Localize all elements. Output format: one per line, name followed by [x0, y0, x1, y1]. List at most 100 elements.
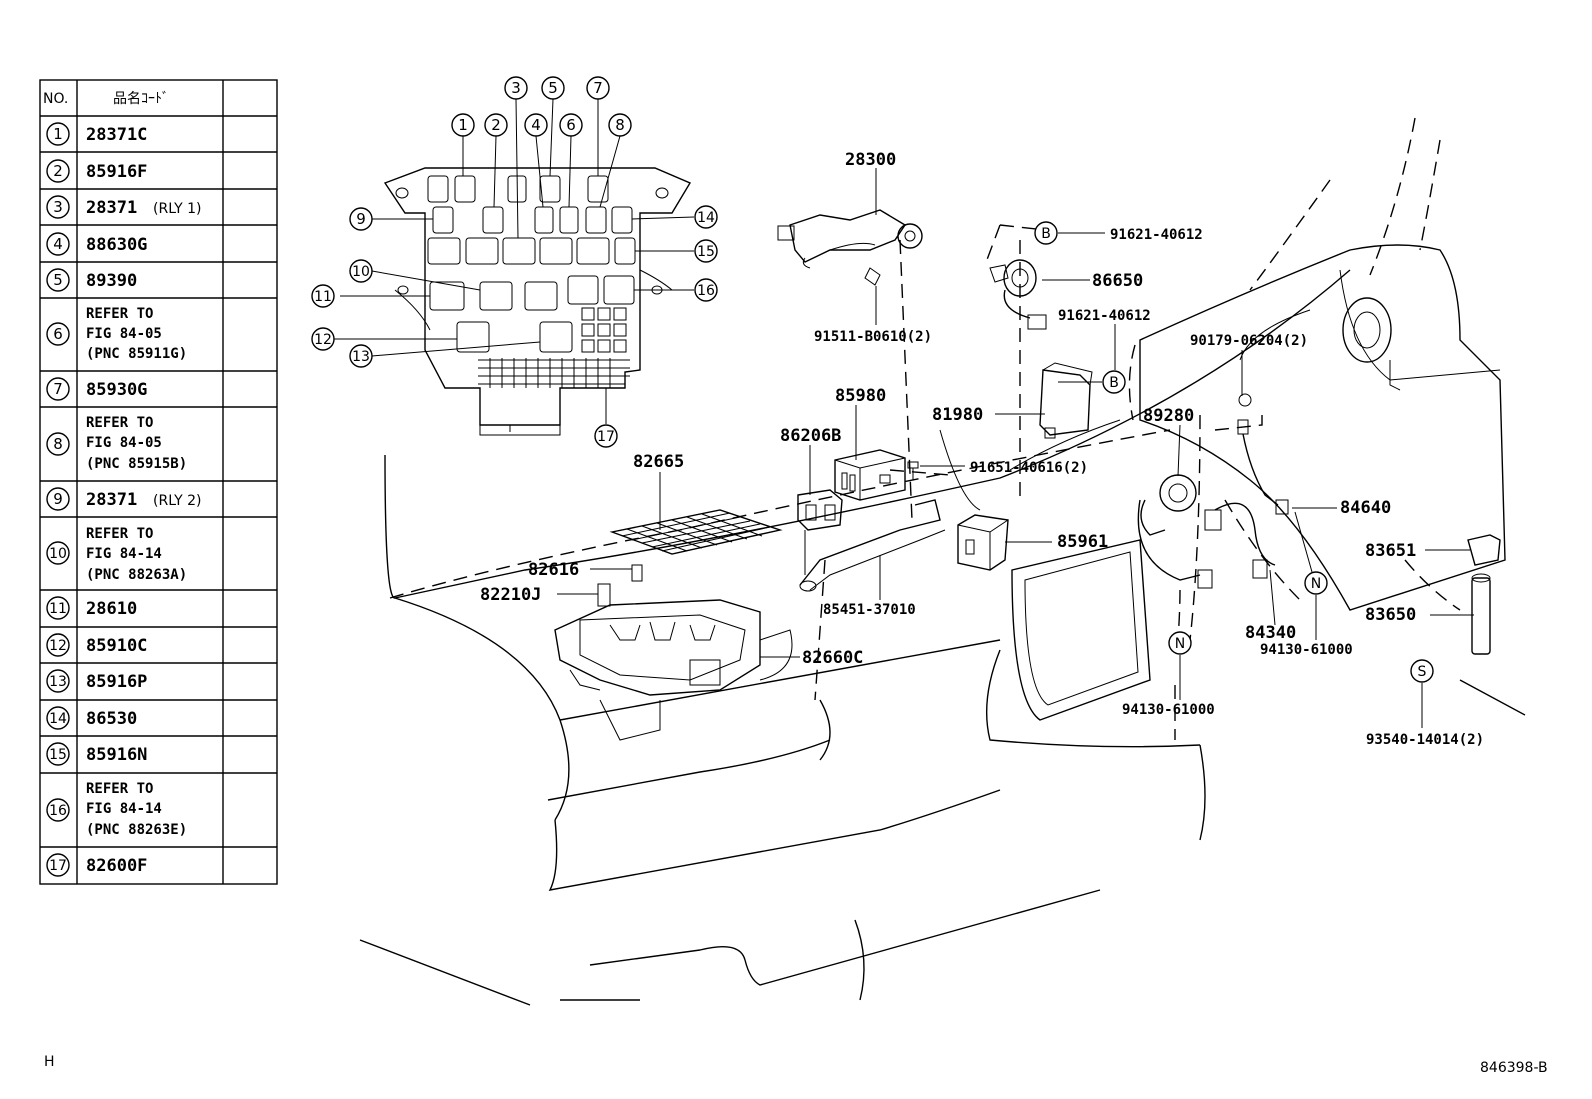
label-82665: 82665	[633, 452, 684, 472]
row-code: 85910C	[86, 636, 147, 656]
callout-7: 7	[593, 79, 603, 97]
row-code: (PNC 88263E)	[86, 822, 187, 838]
footer-illustration-number: 846398-B	[1480, 1060, 1548, 1076]
part-labels: 28300 91511-B0610(2) 91621-40612 86650 9…	[480, 150, 1484, 748]
row-code: 82600F	[86, 856, 147, 876]
label-82660c: 82660C	[802, 648, 863, 668]
label-89280: 89280	[1143, 406, 1194, 426]
label-82210j: 82210J	[480, 585, 541, 605]
vehicle-body-outline	[359, 244, 1526, 1006]
junction-callouts: 1 2 3 4 5 6 7 8 9 10 11 12 13 14 15 16 1…	[311, 76, 718, 448]
label-84340: 84340	[1245, 623, 1296, 643]
callout-17: 17	[597, 429, 615, 445]
row-code: 28371	[86, 490, 137, 510]
callout-12: 12	[314, 332, 332, 348]
junction-block-drawing	[383, 167, 692, 436]
component-83651-83650	[1467, 534, 1501, 655]
component-85451-bracket	[799, 461, 946, 592]
table-header-code: 品名ｺｰﾄﾞ	[113, 91, 169, 107]
table-header-no: NO.	[43, 91, 68, 107]
row-code: 85930G	[86, 380, 147, 400]
row-code: FIG 84-14	[86, 801, 162, 817]
component-85961	[957, 514, 1009, 571]
row-code: (PNC 85915B)	[86, 456, 187, 472]
callout-4: 4	[531, 116, 541, 134]
row-number-circles: 1 2 3 4 5 6 7 8 9 10 11 12 13 14 15 16 1…	[46, 122, 70, 877]
row-code: 85916F	[86, 162, 147, 182]
label-91621-40612-a: 91621-40612	[1110, 227, 1203, 243]
row-code: 89390	[86, 271, 137, 291]
row-no: 14	[49, 711, 67, 727]
callout-11: 11	[314, 289, 332, 305]
row-no: 6	[53, 325, 63, 343]
marker-n-right: N	[1311, 576, 1321, 592]
label-84640: 84640	[1340, 498, 1391, 518]
label-91651-40616: 91651-40616(2)	[970, 460, 1088, 476]
row-code: 28371	[86, 198, 137, 218]
component-81980	[1039, 362, 1093, 439]
label-85451-37010: 85451-37010	[823, 602, 916, 618]
row-no: 11	[49, 601, 67, 617]
callout-1: 1	[458, 116, 468, 134]
component-84340	[1204, 502, 1276, 579]
label-93540-14014: 93540-14014(2)	[1366, 732, 1484, 748]
label-28300: 28300	[845, 150, 896, 170]
component-82616-82210j	[597, 564, 643, 607]
footer-left-code: H	[44, 1054, 55, 1070]
row-code: (PNC 85911G)	[86, 346, 187, 362]
part-leader-lines	[557, 168, 1474, 728]
row-code: FIG 84-14	[86, 546, 162, 562]
row-no: 1	[53, 125, 63, 143]
row-code: REFER TO	[86, 781, 153, 797]
component-89280	[1137, 474, 1213, 589]
component-84640	[1237, 393, 1289, 515]
row-suffix: (RLY 2)	[153, 493, 202, 509]
dashed-guides	[389, 117, 1461, 740]
row-suffix: (RLY 1)	[153, 201, 202, 217]
callout-3: 3	[511, 79, 521, 97]
row-code: 86530	[86, 709, 137, 729]
marker-n-left: N	[1175, 636, 1185, 652]
component-82660c-box	[554, 599, 793, 741]
row-no: 3	[53, 198, 63, 216]
label-94130-61000-a: 94130-61000	[1260, 642, 1353, 658]
label-83651: 83651	[1365, 541, 1416, 561]
marker-s: S	[1418, 664, 1427, 680]
row-no: 12	[49, 638, 67, 654]
row-no: 5	[53, 271, 63, 289]
label-90179-06204: 90179-06204(2)	[1190, 333, 1308, 349]
marker-b-lower: B	[1109, 375, 1119, 391]
callout-9: 9	[356, 210, 366, 228]
callout-6: 6	[566, 116, 576, 134]
callout-14: 14	[697, 210, 715, 226]
parts-table: NO. 品名ｺｰﾄﾞ 1 2 3 4 5 6 7 8 9 10 11 12 13…	[39, 79, 278, 885]
row-code: REFER TO	[86, 415, 153, 431]
callout-16: 16	[697, 283, 715, 299]
letter-markers: B B N N S	[1034, 221, 1434, 683]
row-code: 28610	[86, 599, 137, 619]
row-no: 15	[49, 747, 67, 763]
callout-15: 15	[697, 244, 715, 260]
row-no: 17	[49, 858, 67, 874]
row-no: 10	[49, 546, 67, 562]
row-code: FIG 84-05	[86, 435, 162, 451]
component-85980	[834, 449, 906, 501]
row-code: 85916P	[86, 672, 147, 692]
row-no: 2	[53, 162, 63, 180]
row-no: 4	[53, 235, 63, 253]
label-91621-40612-b: 91621-40612	[1058, 308, 1151, 324]
row-code: REFER TO	[86, 526, 153, 542]
callout-8: 8	[615, 116, 625, 134]
label-86650: 86650	[1092, 271, 1143, 291]
row-code: 85916N	[86, 745, 147, 765]
callout-5: 5	[548, 79, 558, 97]
component-82665-grid	[609, 509, 783, 555]
label-85980: 85980	[835, 386, 886, 406]
label-82616: 82616	[528, 560, 579, 580]
label-85961: 85961	[1057, 532, 1108, 552]
label-81980: 81980	[932, 405, 983, 425]
row-code: 88630G	[86, 235, 147, 255]
callout-13: 13	[352, 349, 370, 365]
label-86206b: 86206B	[780, 426, 841, 446]
